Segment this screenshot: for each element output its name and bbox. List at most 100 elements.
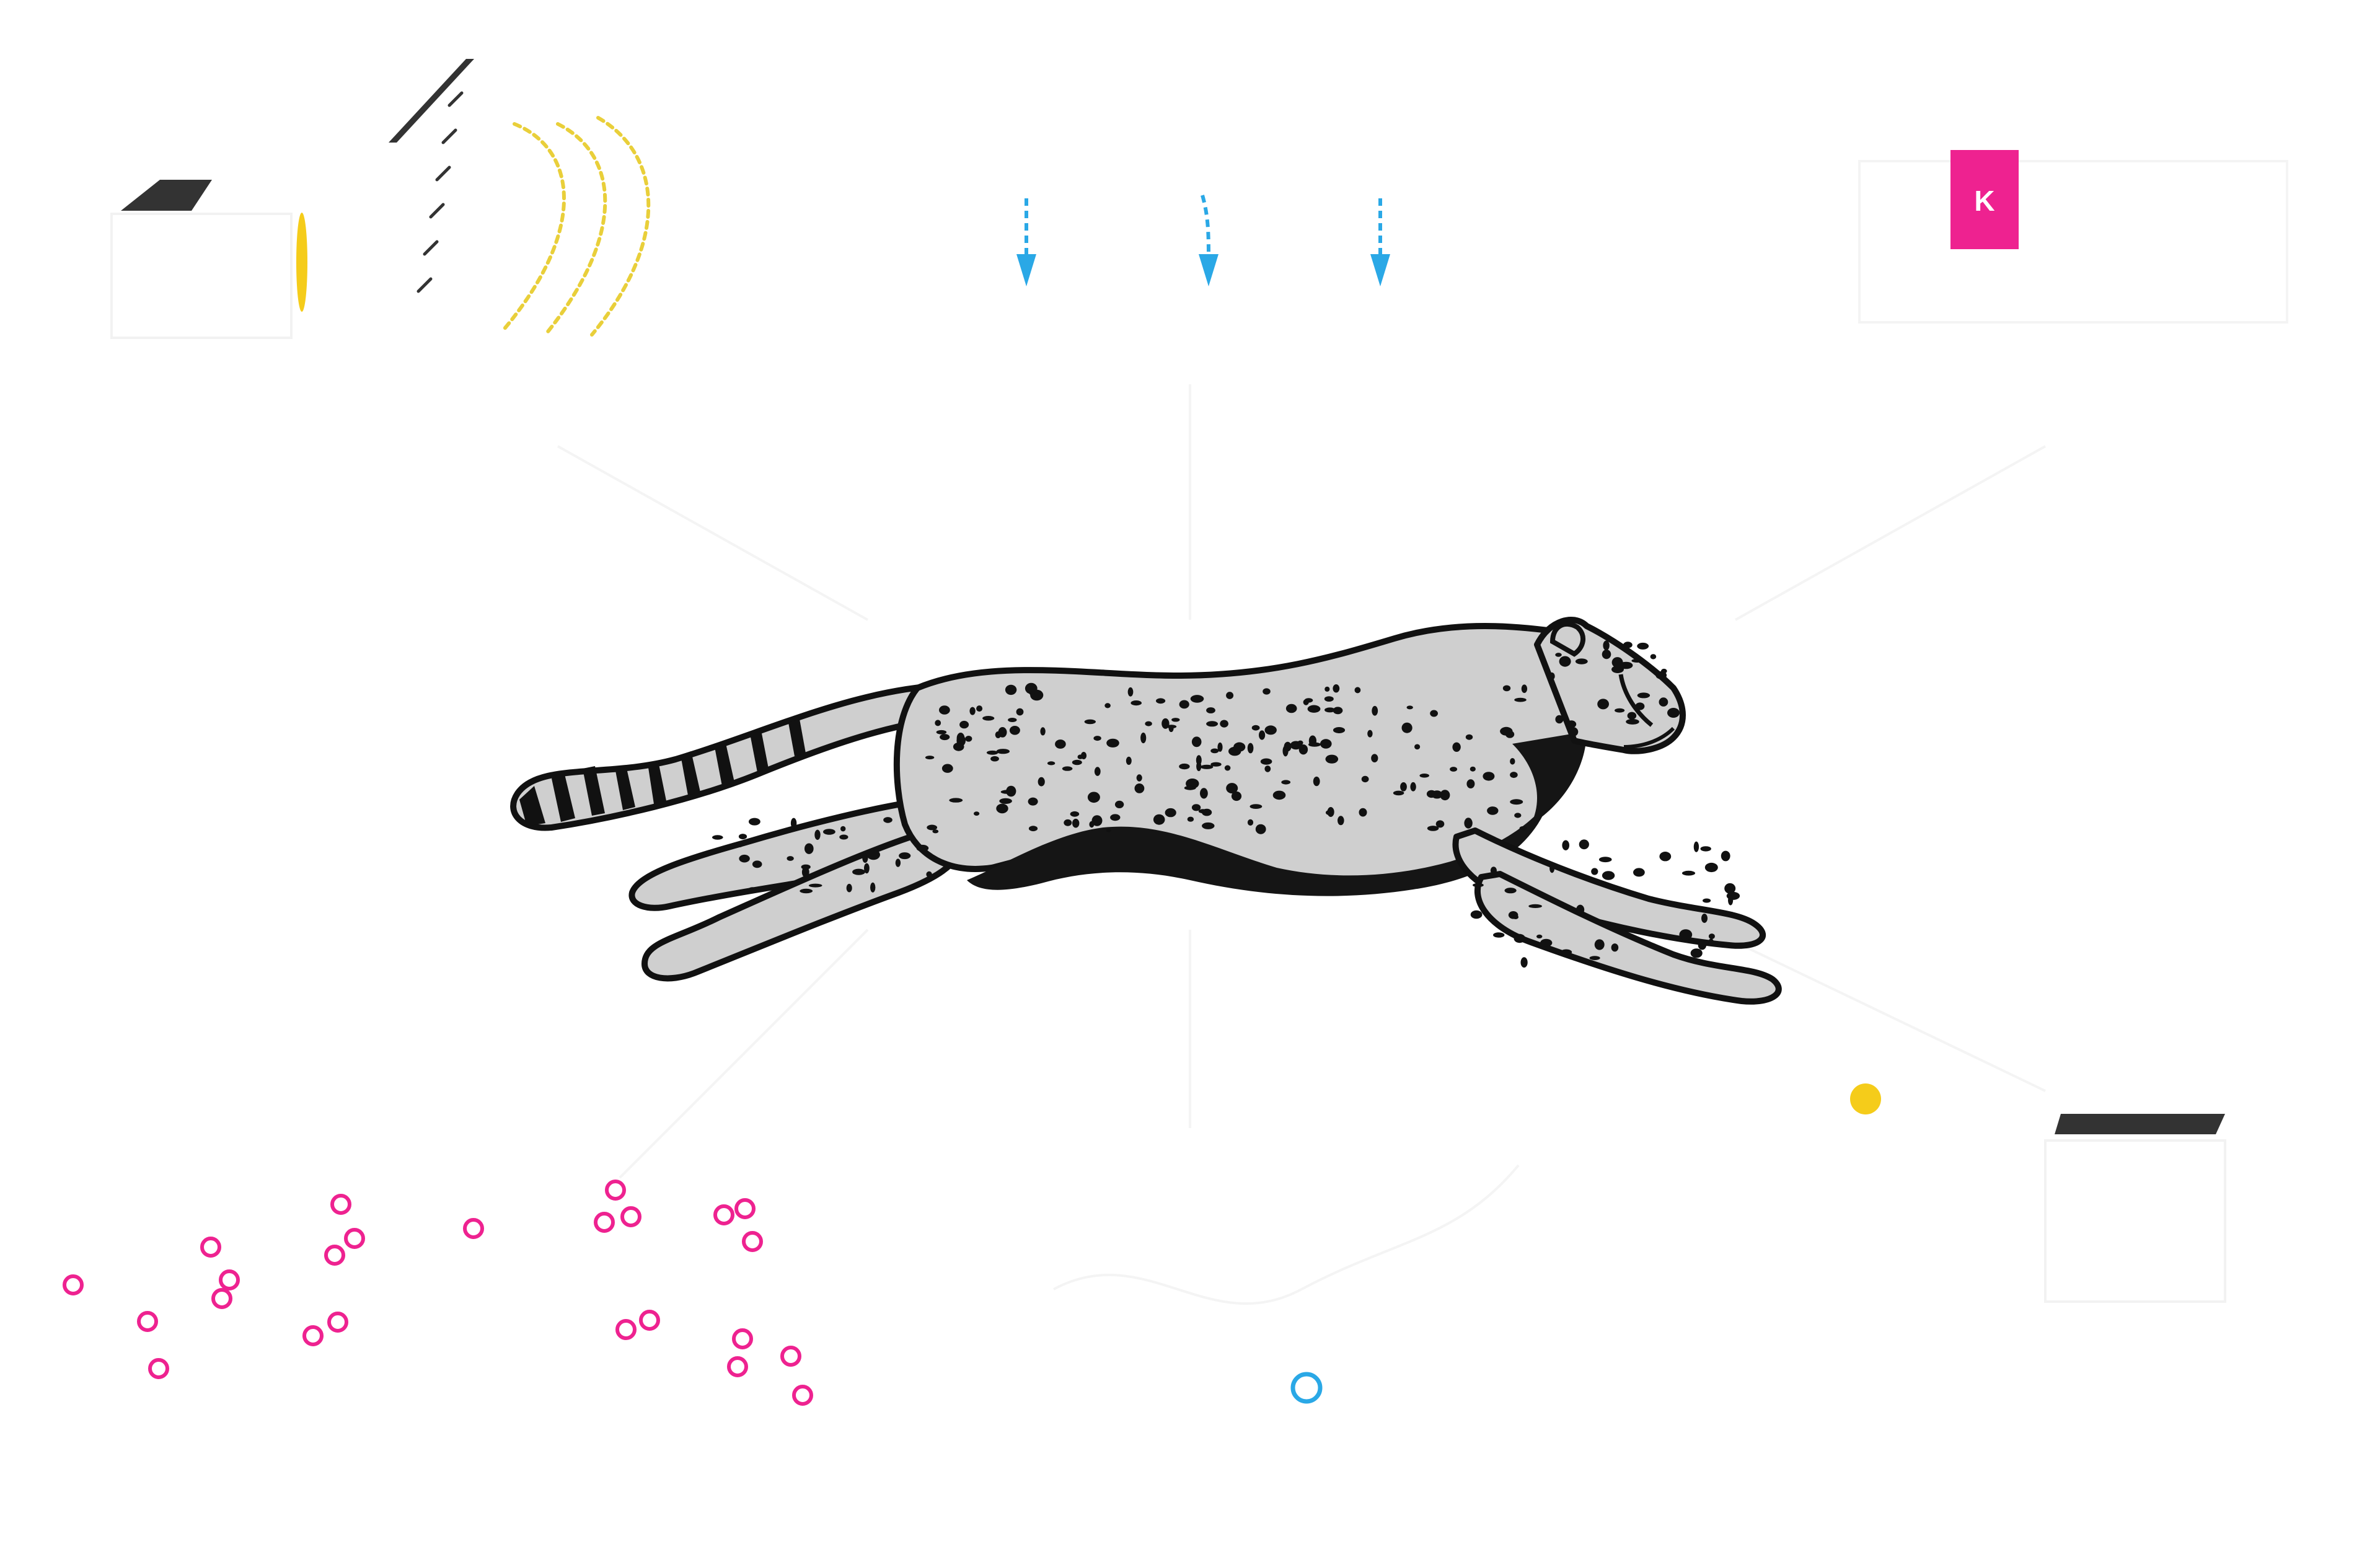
- cheetah-spot: [1728, 895, 1734, 906]
- cheetah-spot: [801, 864, 811, 870]
- cheetah-spot: [1325, 810, 1333, 815]
- cheetah-spot: [959, 720, 969, 729]
- cheetah-spot: [1473, 883, 1484, 888]
- cheetah-spot: [1055, 739, 1066, 749]
- cheetah-spot: [1191, 804, 1201, 811]
- particle-ring: [780, 1346, 801, 1367]
- cheetah-spot: [1637, 692, 1651, 699]
- cheetah-spot: [1708, 933, 1715, 940]
- cheetah-spot: [1338, 816, 1344, 826]
- cheetah-spot: [1247, 819, 1254, 826]
- cheetah-spot: [965, 736, 972, 742]
- cheetah-spot: [1206, 721, 1219, 727]
- connector-bottom-right: [1735, 941, 2046, 1092]
- particle-ring: [713, 1204, 734, 1225]
- cheetah-spot: [1220, 720, 1228, 728]
- cheetah-spot: [1251, 725, 1260, 731]
- cheetah-spot: [1703, 898, 1711, 903]
- particle-ring: [742, 1231, 763, 1252]
- cheetah-spot: [1006, 785, 1016, 797]
- cheetah-spot: [1333, 727, 1346, 733]
- cheetah-spot: [1555, 715, 1564, 724]
- key-badge-label: K: [1974, 185, 1994, 217]
- cheetah-spot: [982, 716, 995, 721]
- cheetah-spot: [1308, 742, 1321, 747]
- cheetah-spot: [1320, 739, 1332, 749]
- cheetah-spot: [1087, 792, 1100, 803]
- cheetah-spot: [1166, 725, 1177, 729]
- cheetah-spot: [1136, 774, 1142, 782]
- panel-slant-bar: [389, 59, 474, 143]
- box-outline: [110, 213, 293, 339]
- cheetah-spot: [1224, 765, 1231, 771]
- particle-ring: [727, 1356, 748, 1377]
- cheetah-spot: [1367, 730, 1373, 738]
- cheetah-spot: [1510, 772, 1518, 779]
- key-badge: K: [1950, 150, 2019, 249]
- cheetah-spot: [839, 834, 848, 840]
- cheetah-spot: [1324, 707, 1336, 713]
- cheetah-spot: [1191, 736, 1202, 748]
- cheetah-spot: [1536, 934, 1543, 938]
- cheetah-spot: [1410, 782, 1416, 792]
- cheetah-spot: [1106, 738, 1119, 748]
- cheetah-spot: [1196, 761, 1202, 772]
- key-badge-background: [1950, 150, 2019, 249]
- cheetah-spot: [1493, 932, 1505, 938]
- cheetah-spot: [1519, 826, 1527, 831]
- cheetah-spot: [1110, 814, 1121, 821]
- connector-top-right: [1735, 445, 2046, 621]
- cheetah-spot: [1200, 764, 1214, 769]
- cheetah-spot: [1637, 642, 1649, 650]
- cheetah-spot: [1077, 754, 1083, 759]
- cheetah-spot: [804, 843, 814, 854]
- cheetah-spot: [738, 834, 747, 840]
- cheetah-chest-shadow: [1512, 731, 1587, 824]
- cheetah-spot: [932, 829, 939, 834]
- downward-arrows-icon: [1016, 195, 1390, 286]
- cheetah-spot: [1470, 766, 1476, 772]
- scattered-particles-icon: [63, 1180, 813, 1406]
- cheetah-spot: [895, 858, 901, 867]
- cheetah-spot: [1231, 791, 1242, 801]
- cheetah-ear: [1549, 622, 1585, 657]
- cheetah-spot: [739, 854, 750, 863]
- particle-ring: [330, 1194, 351, 1215]
- cheetah-spot: [986, 750, 998, 755]
- cheetah-spot: [1603, 640, 1610, 651]
- cheetah-spot: [1171, 718, 1180, 722]
- particle-ring: [344, 1228, 365, 1249]
- running-cheetah-illustration: [510, 617, 1782, 1005]
- cheetah-spot: [926, 871, 932, 878]
- cheetah-spot: [1072, 818, 1080, 828]
- cheetah-spot: [1038, 777, 1045, 787]
- blue-ring-icon: [1290, 1372, 1323, 1404]
- cheetah-spot: [1260, 758, 1272, 765]
- cheetah-spot: [1165, 808, 1176, 818]
- cheetah-spot: [1250, 804, 1263, 809]
- cheetah-spot: [864, 863, 870, 874]
- cheetah-spot: [1704, 862, 1718, 873]
- cheetah-spot: [1414, 744, 1421, 750]
- cheetah-spot: [1156, 698, 1166, 704]
- cheetah-spot: [1690, 948, 1703, 958]
- cheetah-spot: [1247, 743, 1254, 754]
- cheetah-spot: [1008, 718, 1017, 722]
- cheetah-spot: [1324, 686, 1330, 692]
- cheetah-spot: [1028, 797, 1038, 806]
- particle-ring: [63, 1274, 84, 1295]
- cheetah-spot: [899, 852, 911, 860]
- cheetah-spot: [1094, 767, 1101, 776]
- panel-ticks: [416, 91, 464, 293]
- cheetah-spot: [1528, 904, 1543, 908]
- cheetah-spot: [883, 817, 892, 823]
- cheetah-spot: [927, 824, 938, 831]
- cheetah-spot: [749, 818, 760, 826]
- cheetah-spot: [1313, 776, 1320, 787]
- cheetah-spot: [1589, 956, 1600, 960]
- cheetah-spot: [1562, 840, 1569, 850]
- cheetah-spot: [1114, 800, 1124, 808]
- connector-wave-bottom: [1053, 1164, 1520, 1305]
- wave-1: [500, 122, 566, 333]
- cheetah-spot: [1514, 933, 1526, 943]
